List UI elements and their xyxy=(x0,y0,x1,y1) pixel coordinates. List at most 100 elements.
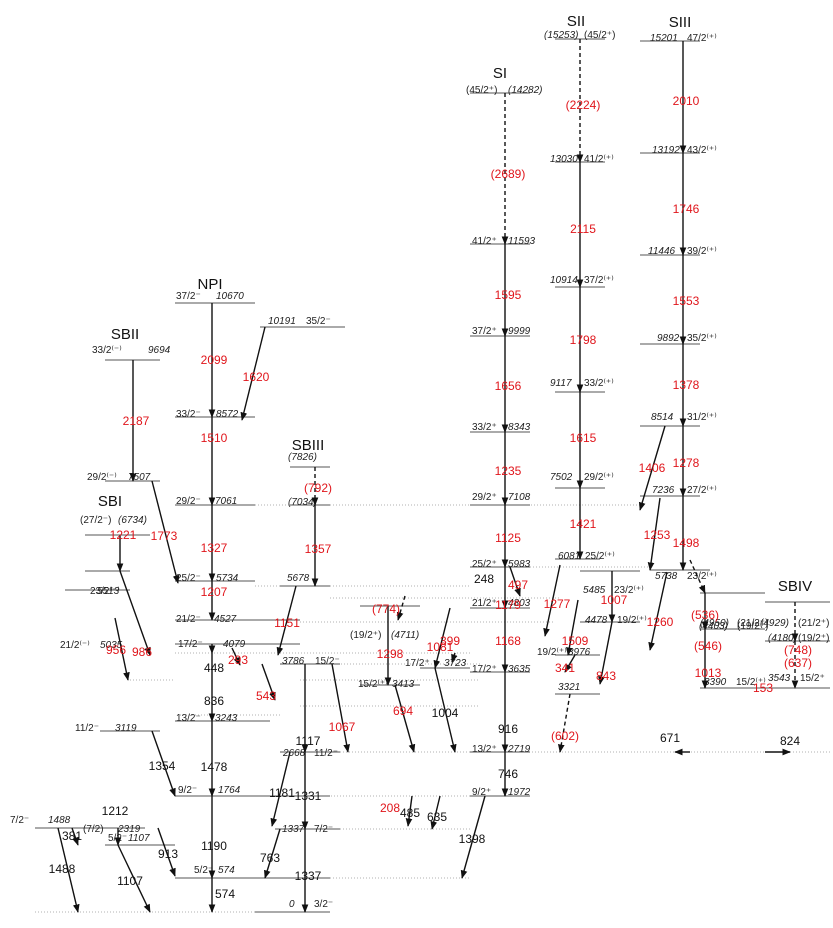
level-spin: 29/2⁽⁺⁾ xyxy=(584,472,614,483)
level-energy: 1488 xyxy=(48,815,71,826)
gamma-label: 574 xyxy=(215,887,235,901)
gamma-label: 843 xyxy=(596,669,616,683)
gamma-label: 341 xyxy=(555,661,575,675)
band-label: NPI xyxy=(197,276,222,293)
level-energy: 13030 xyxy=(550,154,578,165)
level-spin: (27/2⁻) xyxy=(80,515,111,526)
gamma-label: 1207 xyxy=(201,585,228,599)
gamma-label: 1117 xyxy=(296,734,321,748)
level-spin: 15/2⁺ xyxy=(800,673,825,684)
level-energy: (4929) xyxy=(760,618,789,629)
level-spin: 3/2⁻ xyxy=(314,899,333,910)
gamma-arrow xyxy=(647,497,661,571)
level-spin: 11/2⁻ xyxy=(314,748,338,759)
gamma-label: 1125 xyxy=(495,531,521,545)
level-spin: 5/2⁻ xyxy=(194,865,213,876)
level-energy: 5678 xyxy=(287,573,310,584)
level-spin: 13/2⁻ xyxy=(176,713,201,724)
band-label: SBI xyxy=(98,493,122,510)
level-energy: 7507 xyxy=(128,472,151,483)
level-energy: 4079 xyxy=(223,639,246,650)
gamma-arrow xyxy=(71,827,79,846)
gamma-arrow xyxy=(638,425,666,511)
level-spin: 35/2⁻ xyxy=(306,316,331,327)
level-spin: 7/2⁻ xyxy=(314,824,333,835)
band-label: SBIV xyxy=(778,578,812,595)
gamma-arrow xyxy=(433,607,451,669)
level-energy: 7502 xyxy=(550,472,573,483)
level-energy: 5734 xyxy=(216,573,239,584)
level-spin: 47/2⁽⁺⁾ xyxy=(687,33,717,44)
level-spin: 33/2⁻ xyxy=(176,409,201,420)
gamma-label: 1107 xyxy=(117,874,143,888)
level-spin: (21/2⁺) xyxy=(737,618,768,629)
level-energy: 4803 xyxy=(508,598,531,609)
level-energy: 10670 xyxy=(216,291,244,302)
gamma-label: 543 xyxy=(256,689,276,703)
gamma-label: (2224) xyxy=(566,98,601,112)
gamma-label: 1746 xyxy=(673,202,700,216)
gamma-arrow xyxy=(331,663,350,753)
level-spin: 19/2⁽⁺⁾ xyxy=(617,615,647,626)
level-spin: 35/2⁽⁺⁾ xyxy=(687,333,717,344)
gamma-label: 1181 xyxy=(269,786,295,800)
gamma-label: 913 xyxy=(158,847,178,861)
gamma-label: 293 xyxy=(228,653,248,667)
gamma-label: 1421 xyxy=(570,517,597,531)
gamma-arrow xyxy=(264,828,281,879)
level-energy: 9999 xyxy=(508,326,531,337)
gamma-arrow xyxy=(394,684,416,753)
gamma-arrow xyxy=(564,654,576,673)
gamma-label: 1773 xyxy=(151,529,178,543)
gamma-label: 1235 xyxy=(495,464,522,478)
gamma-arrow xyxy=(151,480,180,584)
gamma-arrow xyxy=(566,599,579,656)
level-energy: (7034) xyxy=(288,497,317,508)
level-spin: 9/2⁻ xyxy=(178,785,197,796)
level-spin: 17/2⁺ xyxy=(472,664,497,675)
level-energy: (4180) xyxy=(768,633,797,644)
level-energy: 1972 xyxy=(508,787,531,798)
gamma-label: 2099 xyxy=(201,353,228,367)
gamma-arrow xyxy=(598,621,613,685)
gamma-arrow xyxy=(119,570,151,656)
gamma-arrow xyxy=(240,326,266,421)
level-energy: 8514 xyxy=(651,412,674,423)
level-energy: (4403) xyxy=(699,621,728,632)
gamma-label: 1260 xyxy=(647,615,674,629)
level-energy: 0 xyxy=(289,899,295,910)
level-energy: 2668 xyxy=(282,748,306,759)
level-spin: 23/2⁽⁺⁾ xyxy=(614,585,644,596)
level-spin: 41/2⁽⁺⁾ xyxy=(584,154,614,165)
gamma-label: (602) xyxy=(551,729,579,743)
gamma-arrow xyxy=(460,795,486,879)
level-energy: (4950) xyxy=(700,618,729,629)
gamma-arrow xyxy=(117,844,151,913)
gamma-arrow xyxy=(231,647,241,666)
gamma-label: 836 xyxy=(204,694,224,708)
level-energy: 4478 xyxy=(585,615,608,626)
level-energy: 3119 xyxy=(115,723,137,734)
gamma-label: 248 xyxy=(474,572,494,586)
level-energy: 3390 xyxy=(704,677,727,688)
gamma-label: 1151 xyxy=(274,616,300,630)
level-spin: 17/2⁻ xyxy=(178,639,203,650)
level-energy: 1107 xyxy=(128,833,150,844)
level-spin: 25/2⁻ xyxy=(176,573,201,584)
gamma-label: 1004 xyxy=(432,706,459,720)
gamma-label: 746 xyxy=(498,767,518,781)
gamma-label: 153 xyxy=(753,681,773,695)
level-spin: 23/2⁽⁺⁾ xyxy=(687,571,717,582)
level-spin: 29/2⁺ xyxy=(472,492,497,503)
gamma-label: 1510 xyxy=(201,431,228,445)
level-energy: 11593 xyxy=(508,236,536,247)
level-spin: (21/2⁺) xyxy=(798,618,829,629)
level-energy: (4711) xyxy=(391,630,419,641)
level-energy: 7108 xyxy=(508,492,531,503)
gamma-label: (792) xyxy=(304,481,332,495)
level-energy: 2319 xyxy=(117,824,141,835)
gamma-label: 208 xyxy=(380,801,400,815)
level-energy: 8572 xyxy=(216,409,239,420)
level-energy: (14282) xyxy=(508,85,542,96)
band-label: SIII xyxy=(669,14,692,31)
